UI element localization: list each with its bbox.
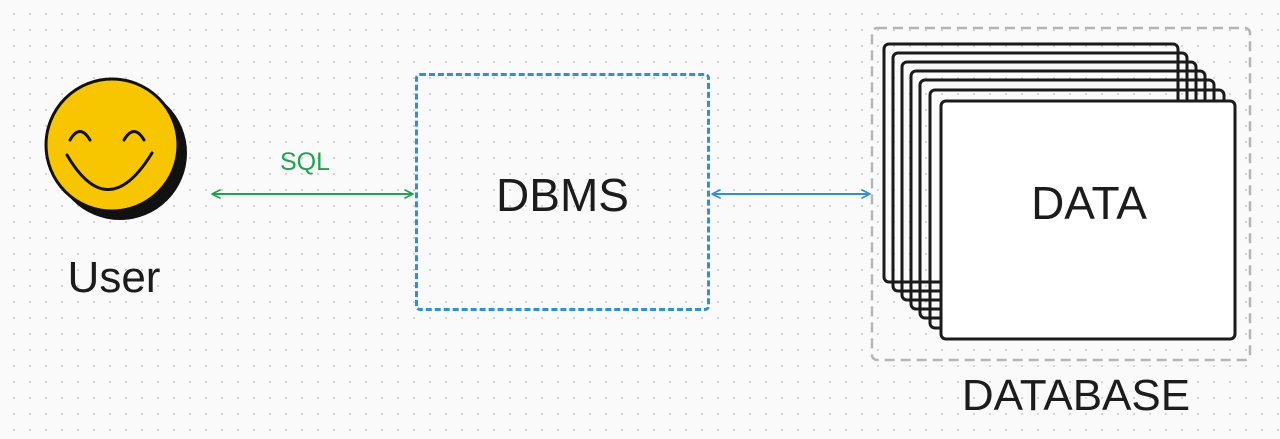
data-sheet-front [939, 99, 1237, 341]
data-sheet-stack [882, 42, 1237, 341]
database-label: DATABASE [961, 371, 1191, 420]
smiley-face-icon [44, 77, 187, 220]
database-container [870, 26, 1252, 362]
dbms-label: DBMS [496, 169, 629, 221]
sql-label: SQL [279, 148, 331, 176]
dbms-box [415, 73, 710, 311]
data-label: DATA [1031, 177, 1147, 229]
user-label: User [67, 253, 161, 302]
